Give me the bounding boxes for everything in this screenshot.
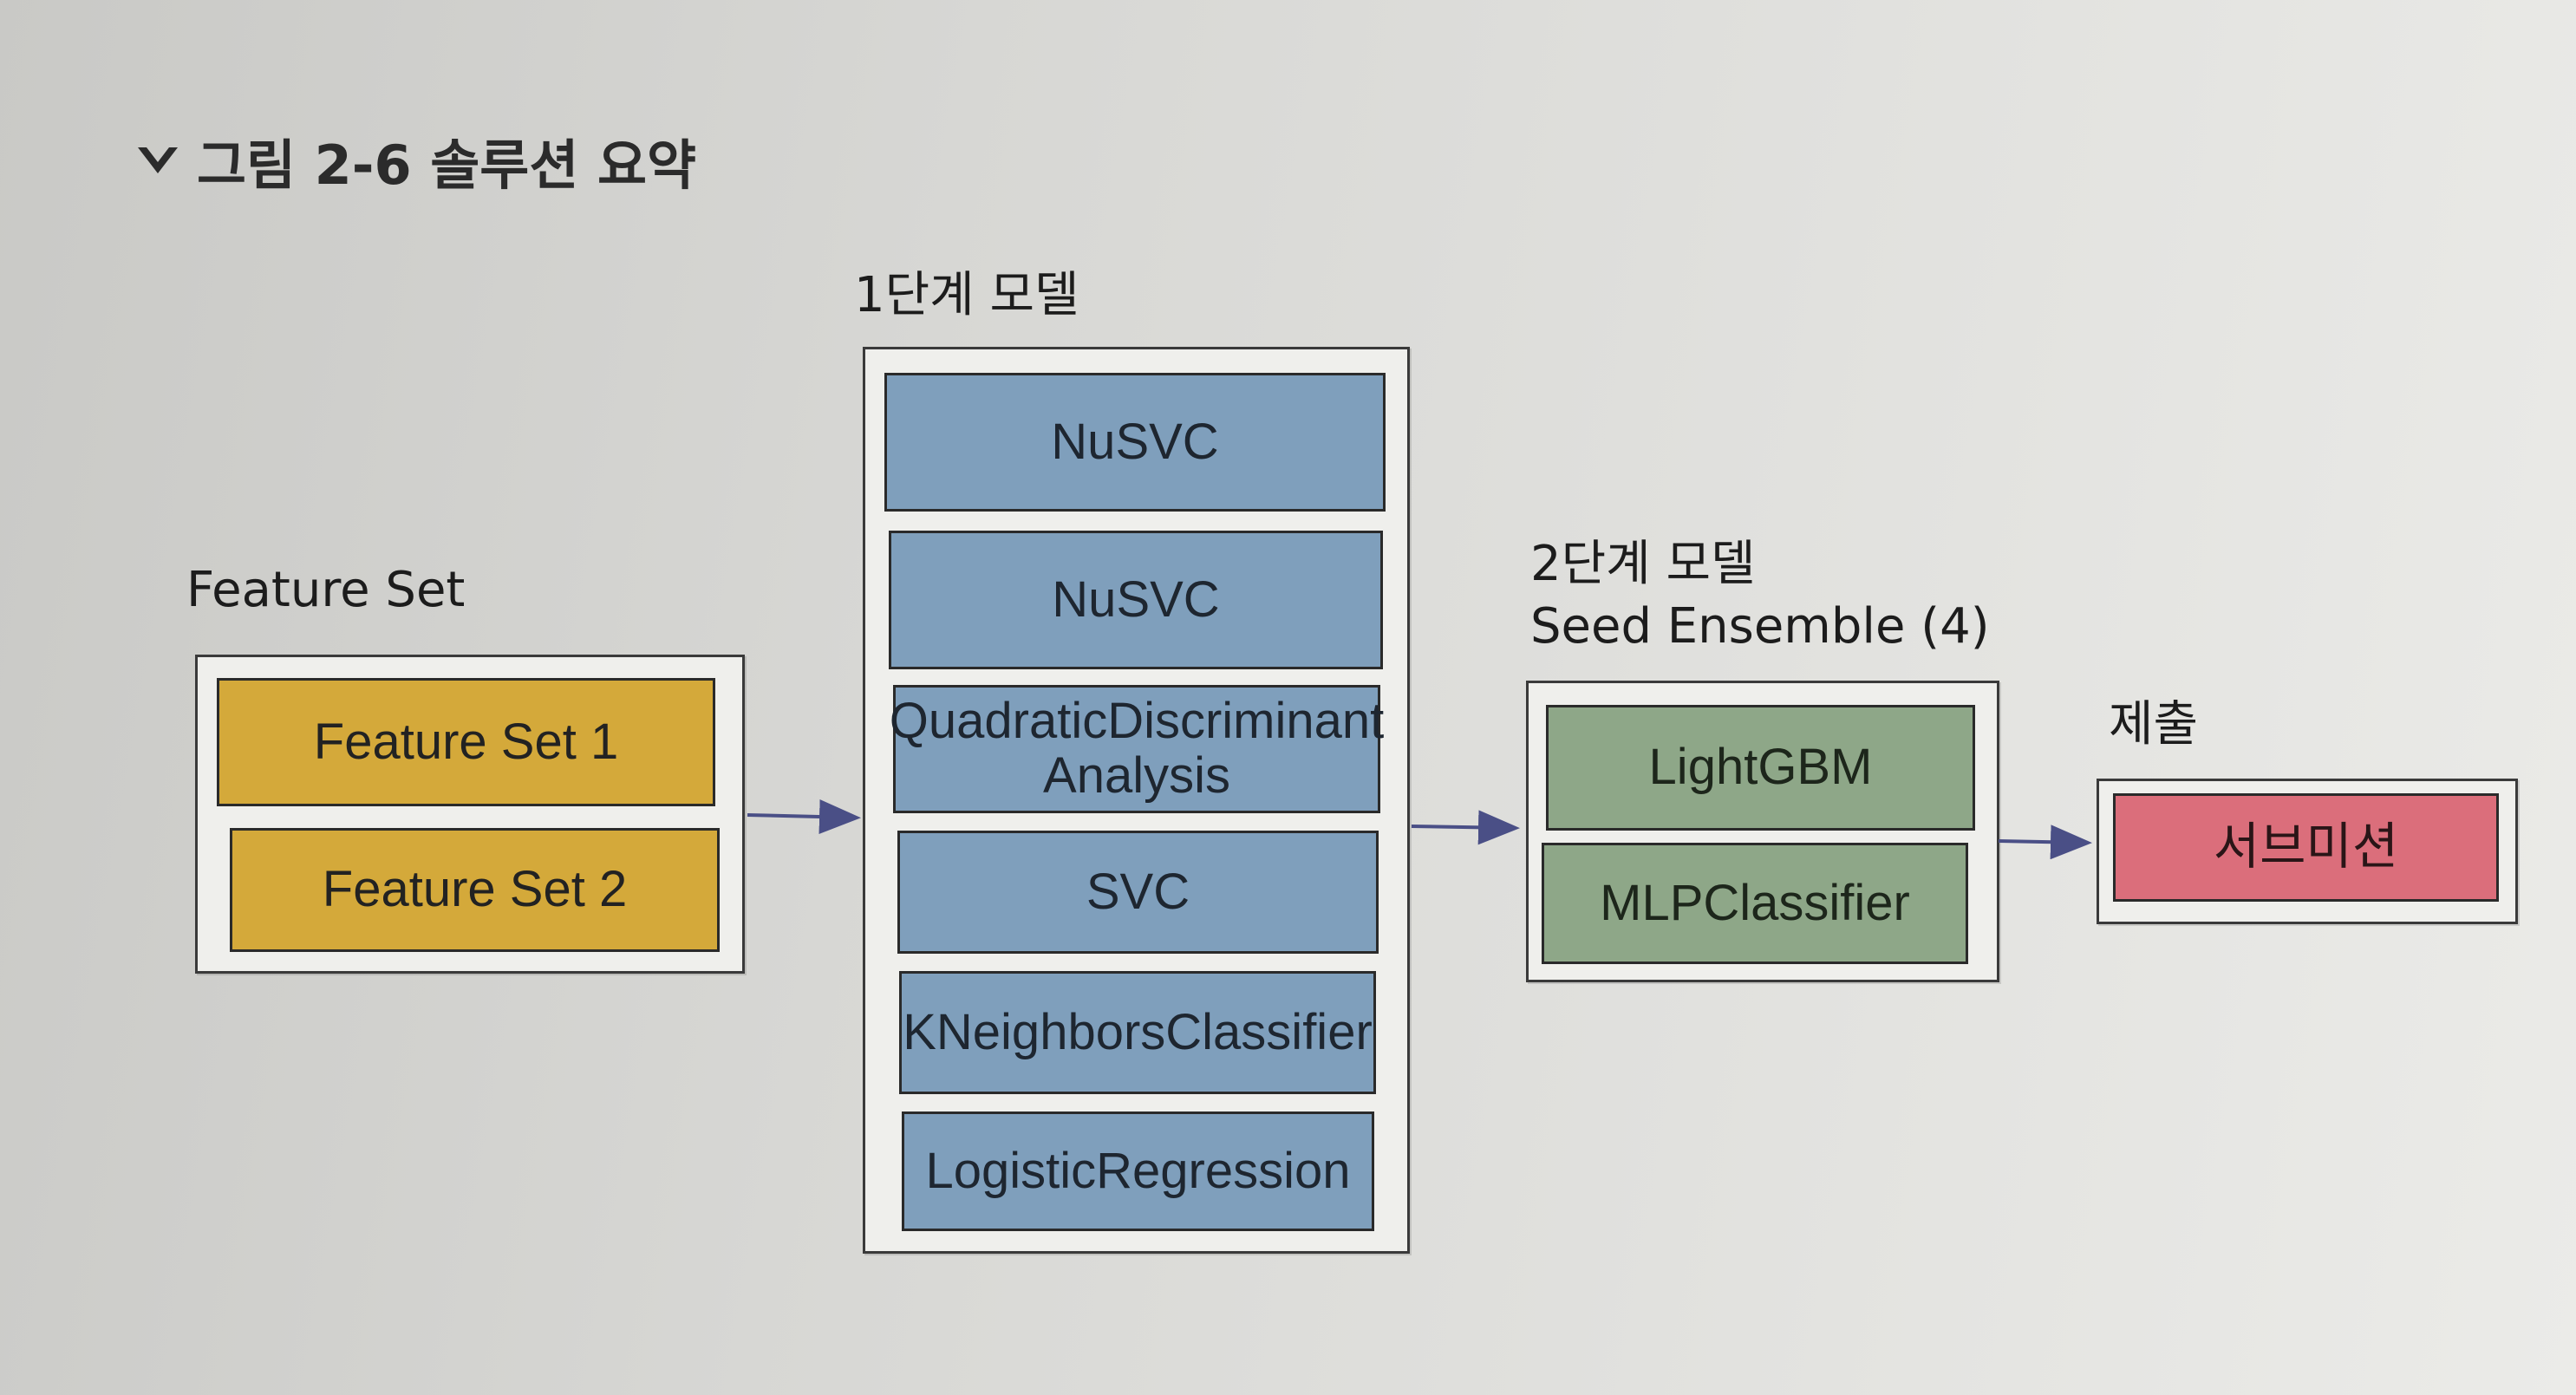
stage1-model-svc: SVC	[897, 831, 1379, 954]
submission-box: 서브미션	[2113, 793, 2499, 902]
submission-title: 제출	[2109, 696, 2199, 753]
stage1-model-qda: QuadraticDiscriminant Analysis	[890, 685, 1384, 813]
stage2-subtitle: Seed Ensemble (4)	[1530, 598, 1990, 655]
stage1-title: 1단계 모델	[854, 267, 1079, 323]
chevron-down-icon	[138, 147, 178, 173]
feature-set-1-box: Feature Set 1	[217, 678, 715, 806]
arrow-stage2-to-submission	[1998, 825, 2092, 860]
stage1-model-nusvc-2: NuSVC	[889, 531, 1383, 669]
stage1-model-logistic: LogisticRegression	[902, 1111, 1374, 1231]
arrow-feature-to-stage1	[747, 799, 861, 835]
feature-set-2-box: Feature Set 2	[230, 828, 720, 952]
stage1-model-nusvc-1: NuSVC	[884, 373, 1386, 512]
figure-caption: 그림 2-6 솔루션 요약	[134, 121, 696, 199]
stage1-model-kneighbors: KNeighborsClassifier	[899, 971, 1376, 1094]
arrow-stage1-to-stage2	[1411, 810, 1520, 845]
stage2-title: 2단계 모델	[1530, 536, 1756, 592]
feature-set-title: Feature Set	[186, 562, 466, 618]
figure-caption-text: 그림 2-6 솔루션 요약	[197, 134, 697, 197]
stage2-model-lightgbm: LightGBM	[1546, 705, 1975, 831]
stage2-model-mlp: MLPClassifier	[1542, 843, 1968, 964]
